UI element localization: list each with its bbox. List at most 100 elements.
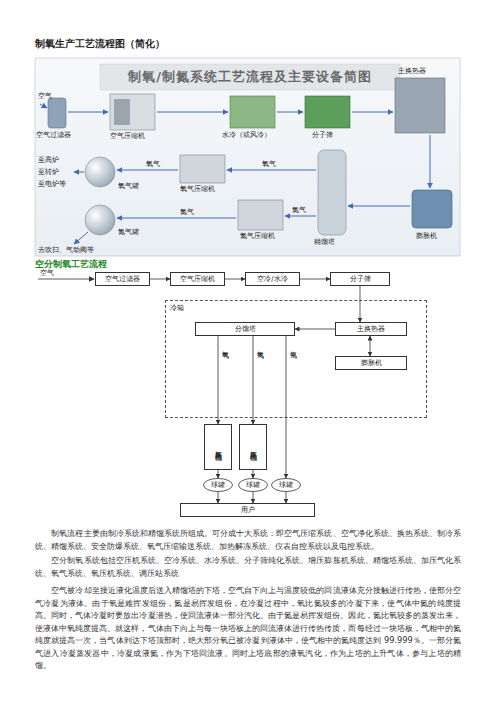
input-label: 空气	[40, 269, 54, 278]
exchanger-icon	[395, 78, 445, 133]
node-text: 膨胀机	[361, 359, 382, 368]
flow-connector	[218, 492, 219, 503]
photo-arrow	[348, 206, 410, 207]
flow-connector	[225, 279, 245, 280]
flow-connector	[370, 336, 371, 356]
node-text: 空气过滤器	[105, 275, 140, 284]
node-text: 氧气压缩机	[214, 446, 223, 449]
compressor-icon	[110, 94, 155, 130]
node-text: 球罐	[211, 481, 225, 490]
tank-ellipse-shape	[239, 479, 268, 492]
photo-arrow	[74, 172, 84, 173]
flow-connector	[253, 492, 254, 503]
n2-tank-icon	[85, 205, 115, 235]
photo-label: 空气过滤器	[36, 131, 71, 140]
section-heading: 空分制氧工艺流程	[35, 258, 107, 270]
photo-arrow	[352, 112, 393, 113]
body-paragraph: 空气被冷却至接近液化温度后送入精馏塔的下塔，空气自下向上与温度较低的回流液体充分…	[35, 584, 461, 672]
air-inlet-line	[38, 279, 94, 280]
flow-connector	[150, 279, 170, 280]
photo-arrow	[117, 170, 178, 171]
node-text: 主换热器	[357, 325, 385, 334]
banner-title: 制氧/制氮系统工艺流程及主要设备简图	[100, 66, 400, 88]
photo-label: 氧气罐	[118, 182, 139, 191]
node-text: 空气压缩机	[180, 275, 215, 284]
cooler-icon	[230, 96, 275, 128]
photo-label: 空气	[38, 92, 52, 101]
process-box: 主换热器	[335, 322, 407, 336]
filter-icon	[48, 98, 66, 128]
tank-ellipse-shape	[272, 479, 301, 492]
photo-label: 氮气压缩机	[240, 232, 275, 241]
flow-connector	[286, 492, 287, 503]
o2-compressor-icon	[180, 155, 225, 183]
photo-frame	[35, 58, 460, 256]
photo-label: 至转炉	[38, 168, 59, 177]
photo-label: 精馏塔	[314, 238, 335, 247]
node-text: 分馏塔	[235, 325, 256, 334]
node-text: 用户	[241, 506, 255, 515]
photo-arrows	[40, 104, 430, 244]
flow-label: 氮气	[180, 208, 194, 217]
process-box: 分子筛	[330, 272, 390, 286]
photo-label: 氧气压缩机	[180, 185, 215, 194]
flow-label: 氮气	[292, 206, 306, 215]
compressor-box: 氧气压缩机	[204, 424, 232, 470]
compressor-box: 氮气压缩机	[239, 424, 267, 470]
cold-box-frame: 冷箱分馏塔 主换热器膨胀机	[165, 300, 427, 418]
o2-tank-icon	[85, 157, 115, 187]
sieve-icon	[305, 96, 350, 128]
node-text: 氮气压缩机	[249, 446, 258, 449]
node-text: 分子筛	[350, 275, 371, 284]
equipment-icons	[48, 78, 452, 235]
flow-connector	[218, 470, 219, 478]
body-paragraph: 制氧流程主要由制冷系统和精馏系统所组成。可分成十大系统：即空气压缩系统、空气净化…	[35, 527, 461, 552]
photo-arrow	[68, 112, 108, 113]
photo-arrow	[285, 216, 316, 217]
photo-arrow	[117, 218, 236, 219]
flow-connector	[300, 279, 330, 280]
flow-connector	[360, 286, 361, 322]
column-icon	[318, 150, 346, 235]
node-text: 球罐	[246, 481, 260, 490]
photo-label: 至高炉	[38, 156, 59, 165]
banner-band	[100, 64, 400, 90]
photo-label: 主换热器	[398, 67, 426, 76]
process-box: 膨胀机	[335, 356, 407, 370]
photo-label: 去吹扫、气动阀等	[38, 246, 94, 255]
photo-arrow	[227, 170, 316, 171]
photo-arrow	[74, 232, 88, 244]
flow-connector	[218, 336, 219, 424]
n2-compressor-icon	[238, 200, 283, 230]
photo-arrow	[157, 112, 228, 113]
process-box: 空气过滤器	[95, 272, 150, 286]
process-box: 空气压缩机	[170, 272, 225, 286]
process-box: 分馏塔	[195, 322, 295, 336]
node-text: 冷箱	[170, 304, 184, 313]
photo-arrow	[430, 135, 431, 188]
node-text: 空冷/水冷	[257, 275, 287, 284]
flow-connector	[253, 470, 254, 478]
photo-label: 分子筛	[312, 131, 333, 140]
flow-connector	[295, 329, 335, 330]
tank-ellipse: 球罐	[271, 478, 301, 492]
compressor-panel	[114, 99, 130, 125]
tank-ellipse-shape	[204, 479, 233, 492]
photo-arrow	[277, 112, 303, 113]
flow-label: 氧气	[262, 160, 276, 169]
photo-label: 水冷（或风冷）	[222, 131, 271, 140]
flow-connector	[253, 336, 254, 424]
flow-label: 氧气	[146, 160, 160, 169]
body-paragraph: 空分制氧系统包括空压机系统、空冷系统、水冷系统、分子筛纯化系统、增压膨胀机系统、…	[35, 554, 461, 579]
photo-label: 空气压缩机	[110, 132, 145, 141]
page-title: 制氧生产工艺流程图（简化）	[35, 38, 165, 50]
photo-label: 膨胀机	[416, 232, 437, 241]
expander-icon	[412, 190, 452, 228]
photo-label: 氮气罐	[118, 228, 139, 237]
photo-label: 至电炉等	[38, 180, 66, 189]
flow-connector	[286, 336, 287, 478]
process-box: 空冷/水冷	[245, 272, 300, 286]
